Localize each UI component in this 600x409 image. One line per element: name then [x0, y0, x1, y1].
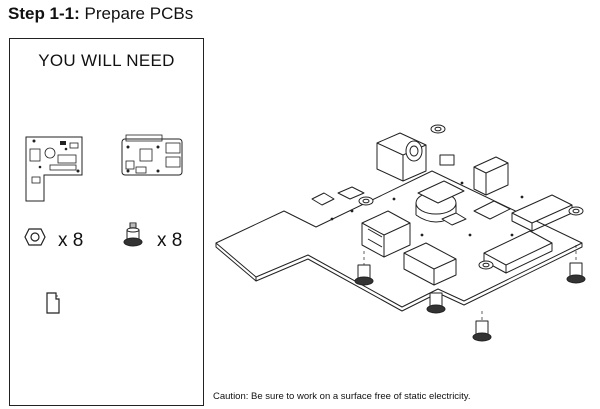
adapter-board-icon [25, 136, 83, 202]
nut-icon [24, 228, 46, 246]
raspberry-pi-board-icon [121, 134, 183, 176]
step-title: Step 1-1: Prepare PCBs [8, 4, 193, 24]
step-name: Prepare PCBs [84, 4, 194, 23]
standoff-quantity: x 8 [157, 230, 183, 251]
parts-panel: YOU WILL NEED x 8 x 8 [9, 38, 204, 406]
caution-note: Caution: Be sure to work on a surface fr… [213, 391, 471, 402]
standoff-screw-icon [123, 222, 143, 247]
nut-quantity: x 8 [58, 230, 84, 251]
parts-heading: YOU WILL NEED [38, 51, 175, 70]
pcb-assembly-icon [215, 124, 586, 342]
microsd-card-icon [46, 292, 60, 314]
step-number: Step 1-1: [8, 4, 80, 23]
